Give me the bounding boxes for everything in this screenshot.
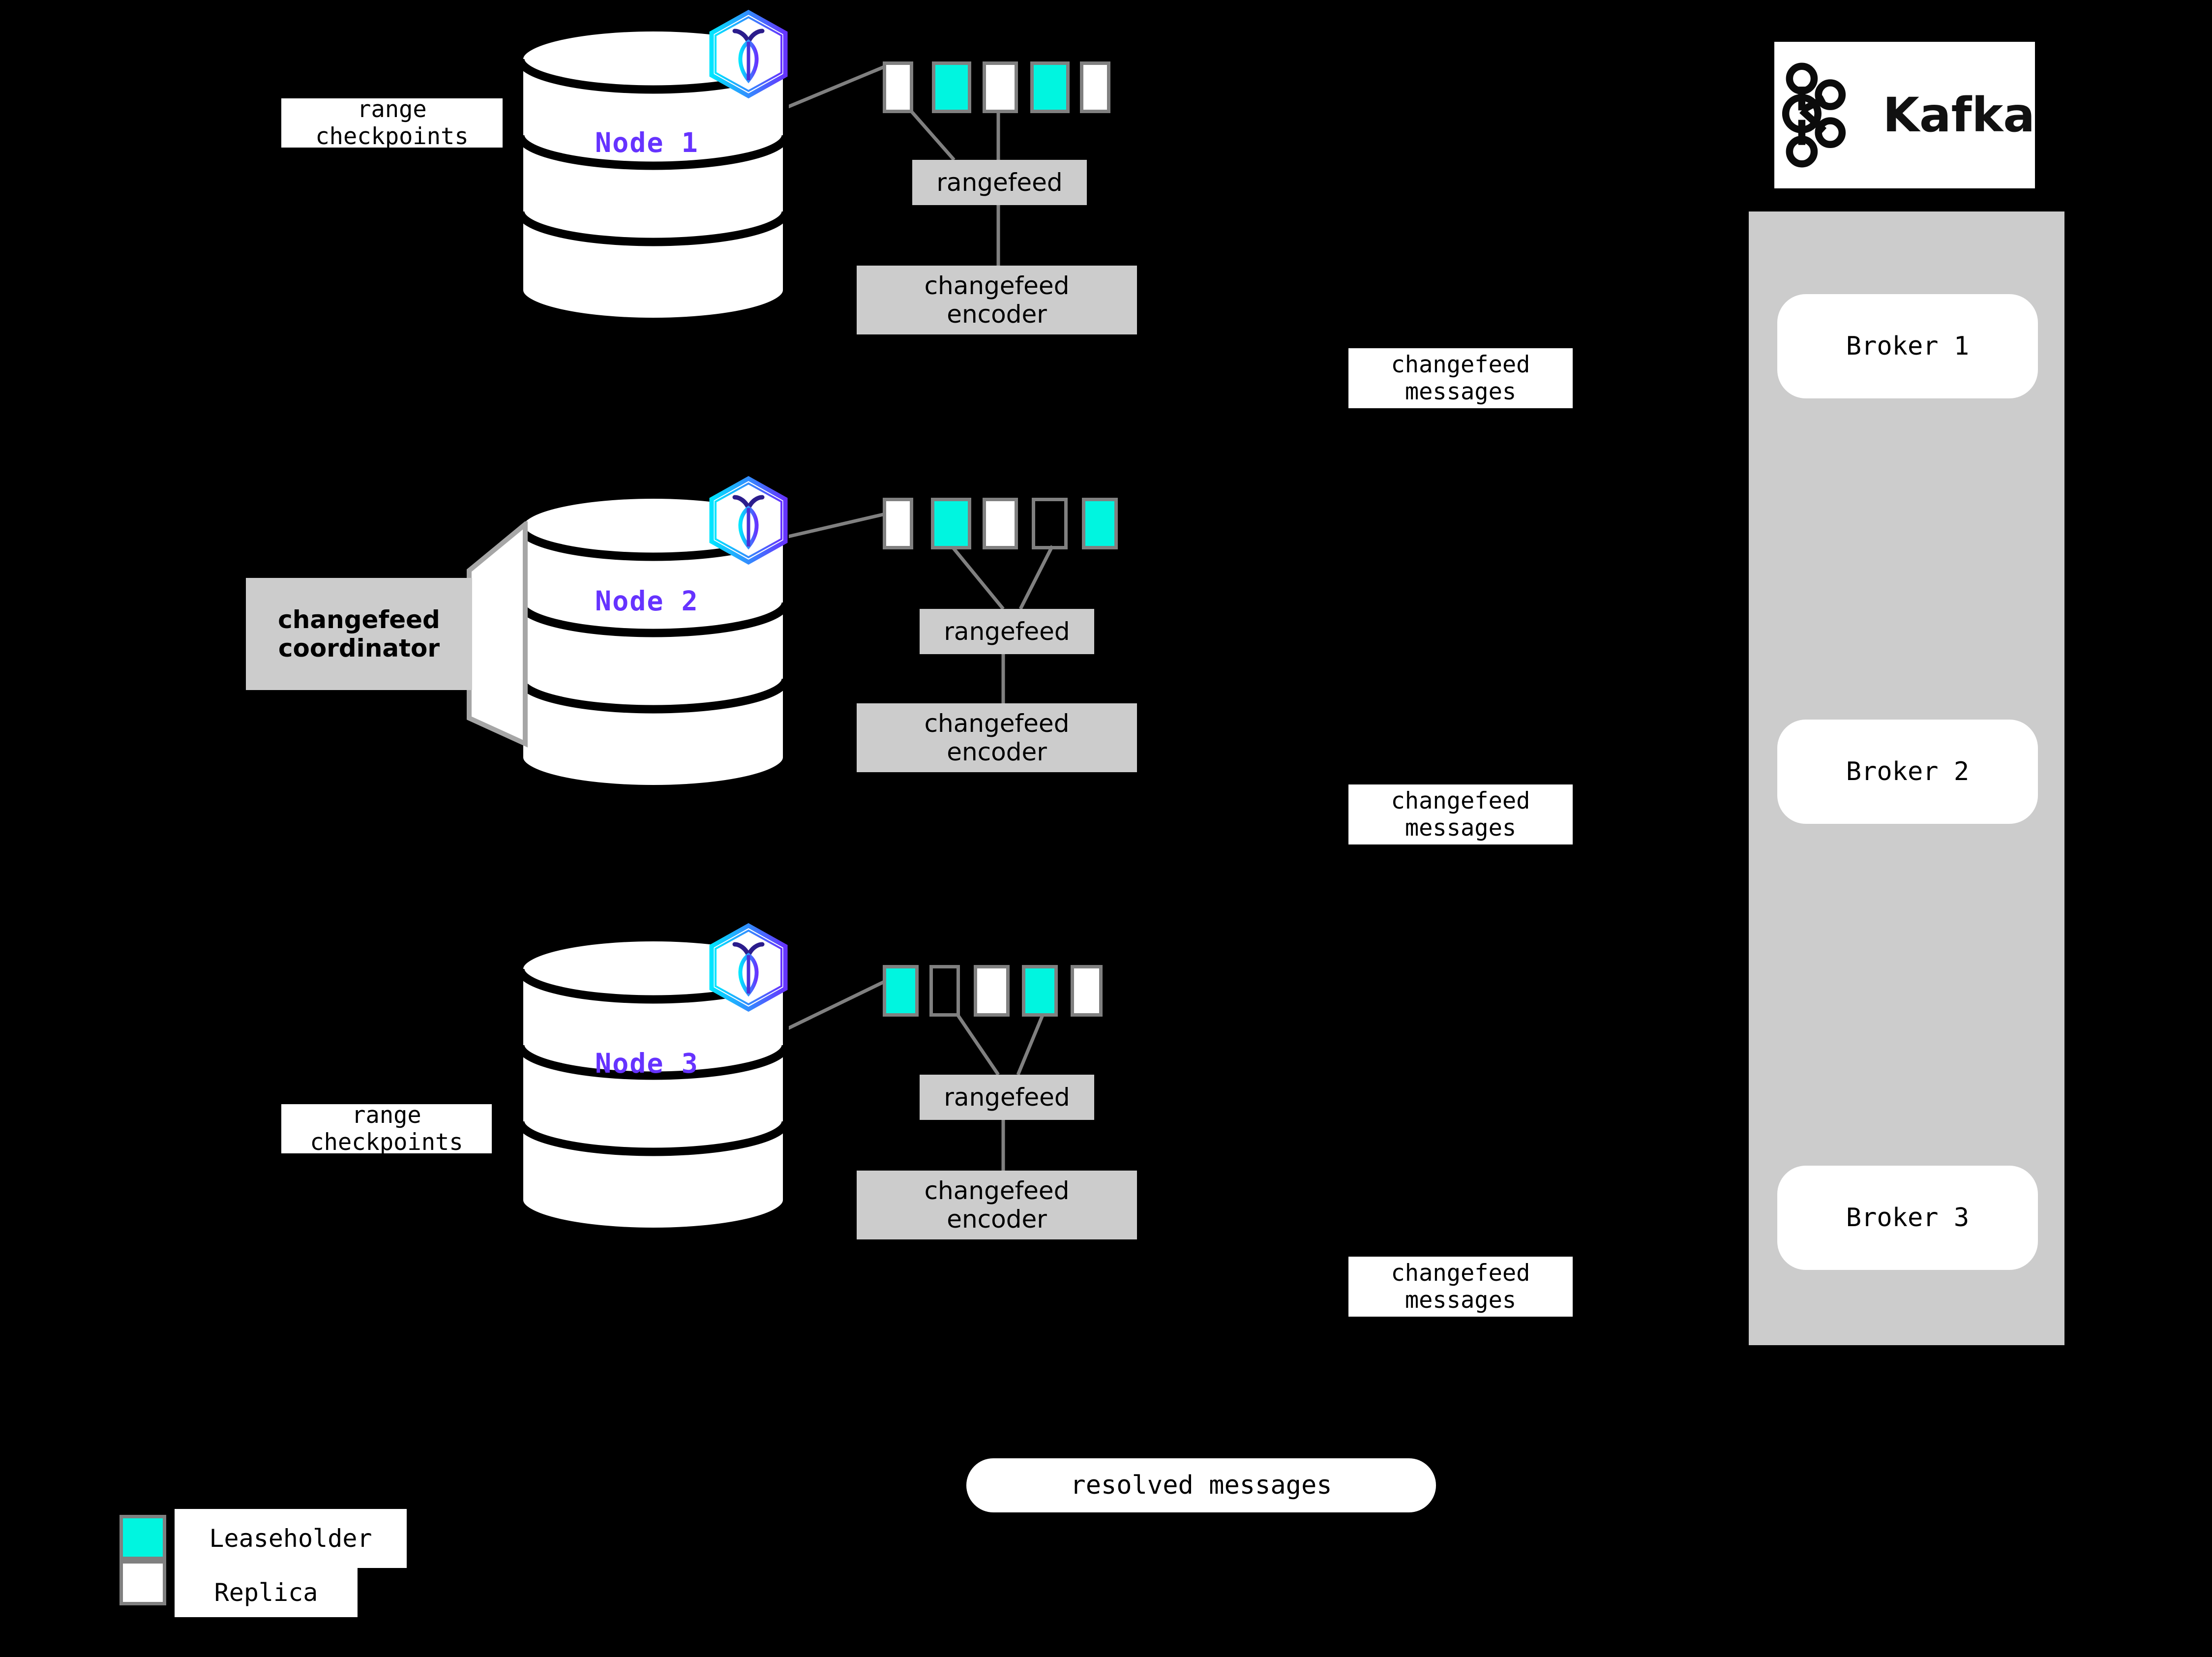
node-1-range-checkpoints-label: range checkpoints bbox=[281, 96, 503, 150]
range-box[interactable] bbox=[983, 61, 1018, 113]
range-box[interactable] bbox=[929, 965, 960, 1017]
arrowhead-to-broker1 bbox=[2063, 332, 2088, 352]
node-3-changefeed-encoder-box[interactable]: changefeed encoder bbox=[857, 1171, 1137, 1239]
node-2-changefeed-encoder-box[interactable]: changefeed encoder bbox=[857, 703, 1137, 772]
range-box[interactable] bbox=[1071, 965, 1103, 1017]
kafka-logo: Kafka bbox=[1774, 42, 2035, 188]
node-3-range-checkpoints-label: range checkpoints bbox=[281, 1102, 492, 1156]
range-box[interactable] bbox=[983, 498, 1018, 549]
node-1-label: Node 1 bbox=[595, 127, 699, 158]
legend-label-leaseholder: Leaseholder bbox=[175, 1509, 407, 1568]
legend-label-replica: Replica bbox=[175, 1568, 358, 1617]
broker-3[interactable]: Broker 3 bbox=[1777, 1166, 2038, 1270]
changefeed-messages-label-2: changefeed messages bbox=[1348, 784, 1573, 844]
range-box[interactable] bbox=[883, 498, 913, 549]
range-box[interactable] bbox=[1032, 498, 1068, 549]
range-box[interactable] bbox=[883, 965, 919, 1017]
cockroachdb-hexagon-icon bbox=[704, 921, 793, 1016]
range-box[interactable] bbox=[1082, 498, 1118, 549]
kafka-nodes-icon bbox=[1782, 62, 1846, 168]
node-1-rangefeed-box[interactable]: rangefeed bbox=[912, 160, 1087, 205]
legend-swatch-replica bbox=[120, 1560, 166, 1605]
node-2-rangefeed-box[interactable]: rangefeed bbox=[920, 609, 1094, 654]
range-box[interactable] bbox=[931, 498, 971, 549]
range-box[interactable] bbox=[1022, 965, 1058, 1017]
range-box[interactable] bbox=[1080, 61, 1110, 113]
changefeed-coordinator-box[interactable]: changefeed coordinator bbox=[246, 578, 472, 690]
range-box[interactable] bbox=[883, 61, 913, 113]
kafka-wordmark: Kafka bbox=[1883, 88, 2035, 143]
broker-2[interactable]: Broker 2 bbox=[1777, 720, 2038, 824]
broker-1[interactable]: Broker 1 bbox=[1777, 294, 2038, 398]
changefeed-messages-label-1: changefeed messages bbox=[1348, 348, 1573, 408]
legend-swatch-leaseholder bbox=[120, 1515, 166, 1560]
node-3-rangefeed-box[interactable]: rangefeed bbox=[920, 1075, 1094, 1120]
node-3-label: Node 3 bbox=[595, 1048, 699, 1079]
changefeed-coordinator-wedge bbox=[467, 521, 528, 748]
cockroachdb-hexagon-icon bbox=[704, 7, 793, 103]
resolved-messages-pill[interactable]: resolved messages bbox=[966, 1458, 1436, 1512]
node-3-cylinder bbox=[515, 934, 791, 1235]
range-box[interactable] bbox=[1030, 61, 1070, 113]
changefeed-messages-label-3: changefeed messages bbox=[1348, 1257, 1573, 1317]
range-box[interactable] bbox=[932, 61, 971, 113]
node-1-changefeed-encoder-box[interactable]: changefeed encoder bbox=[857, 266, 1137, 334]
node-2-label: Node 2 bbox=[595, 585, 699, 617]
range-box[interactable] bbox=[974, 965, 1010, 1017]
cockroachdb-hexagon-icon bbox=[704, 474, 793, 569]
